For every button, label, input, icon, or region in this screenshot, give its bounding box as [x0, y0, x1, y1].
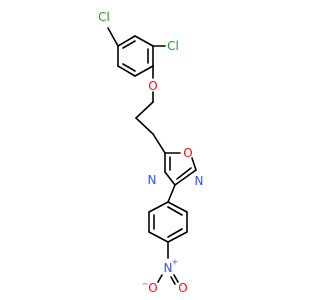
nitrophenyl-ring — [148, 201, 188, 243]
oxadiazole-to-aryl-bond — [167, 184, 176, 203]
propyl-chain — [135, 101, 166, 154]
nitro-oxygen-left-charge: − — [142, 280, 149, 289]
ring-nitrogen-right-label: N — [195, 174, 204, 188]
oxadiazole-ring — [164, 152, 197, 186]
nitro-oxygen-left-label: O — [148, 281, 157, 295]
cl-top-label: Cl — [98, 10, 110, 24]
dichlorophenyl-ring — [117, 35, 154, 77]
nitro-oxygen-right-label: O — [178, 281, 187, 295]
nitro-o-right-bond-a — [173, 274, 179, 283]
cl-top-bond — [107, 27, 119, 47]
molecule-diagram: Cl Cl O O N N N + O − O — [98, 10, 204, 295]
nitro-nitrogen-charge: + — [172, 258, 179, 267]
cl-right-label: Cl — [167, 39, 179, 53]
nitro-o-right-bond-b — [170, 276, 176, 285]
nitro-o-left-bond — [157, 274, 163, 283]
ether-oxygen-label: O — [148, 79, 157, 93]
ring-oxygen-label: O — [183, 146, 192, 160]
ring-nitrogen-left-label: N — [148, 173, 157, 187]
nitro-nitrogen-label: N — [164, 261, 173, 275]
